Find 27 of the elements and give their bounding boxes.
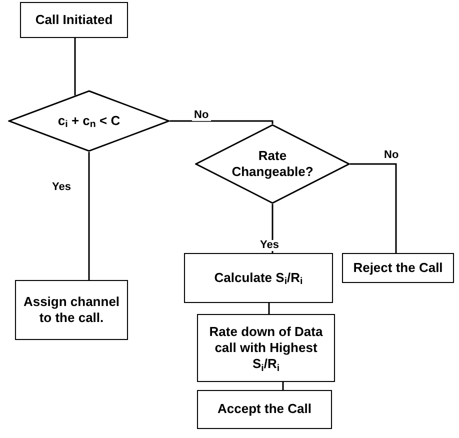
edge-label: Yes	[258, 240, 281, 251]
edge-label: No	[192, 110, 211, 121]
process-text: Assign channel to the call.	[22, 294, 121, 326]
edge-label: No	[382, 150, 401, 161]
process-box	[342, 253, 454, 283]
decision-diamond	[8, 90, 170, 152]
edge-label: Yes	[50, 182, 73, 193]
process-text: Calculate S$_{i}$/R$_{i}$	[214, 270, 303, 286]
process-text: Rate down of Data call with Highest S$_{i}$/R$_{i}$	[208, 324, 324, 372]
process-text: Reject the Call	[353, 260, 443, 276]
connector-line	[74, 38, 76, 96]
connector-line	[282, 382, 284, 390]
process-text: Call Initiated	[35, 12, 113, 28]
decision-text: Rate Changeable?	[230, 148, 314, 180]
process-box	[15, 280, 128, 340]
decision-text: c$_{i}$ + c$_{n}$ < C	[58, 112, 120, 130]
connector-line	[88, 152, 90, 280]
decision-diamond	[195, 124, 350, 204]
connector-line	[170, 120, 274, 124]
process-box	[184, 253, 333, 303]
process-box	[197, 390, 332, 429]
connector-line	[272, 204, 274, 253]
connector-line	[350, 163, 397, 253]
process-box	[197, 314, 335, 382]
process-box	[20, 2, 128, 38]
process-text: Accept the Call	[218, 401, 312, 418]
connector-line	[268, 303, 270, 314]
